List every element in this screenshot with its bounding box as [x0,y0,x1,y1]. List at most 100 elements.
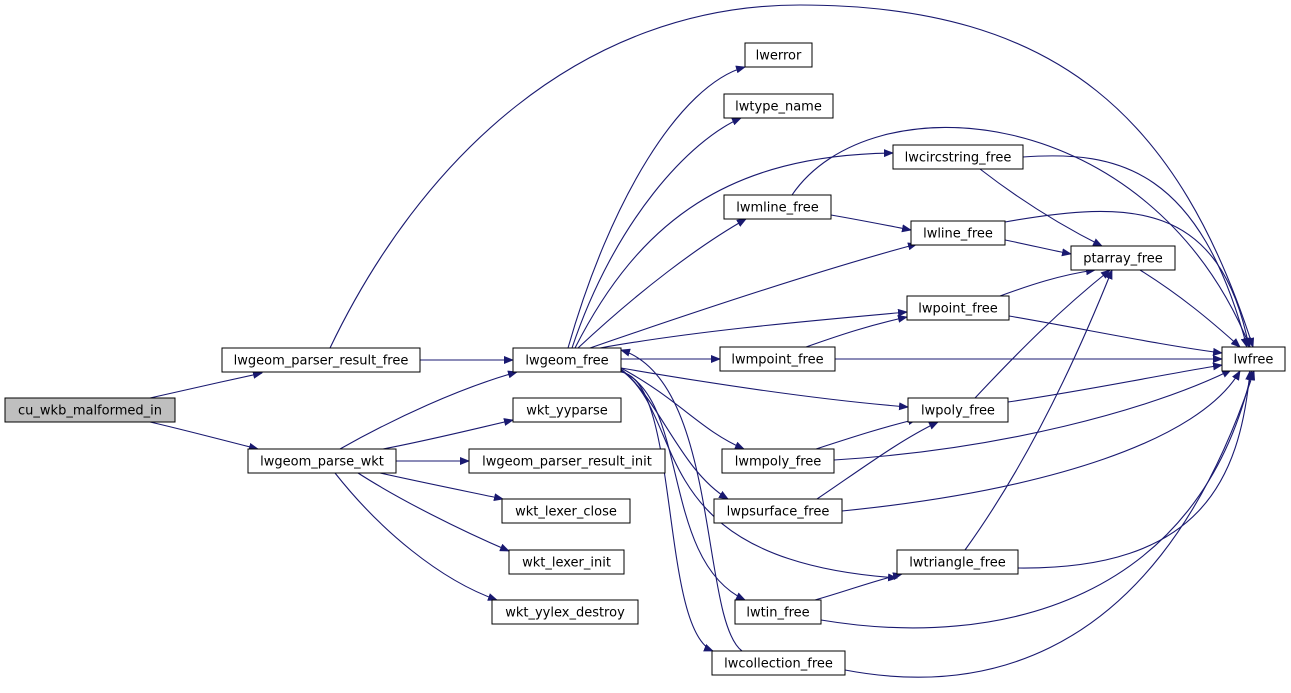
node-label: wkt_yyparse [526,404,607,419]
edge-lwgeom_free-to-lwcollection_free [620,371,714,652]
edge-lwpoly_free-to-lwfree [1007,362,1223,403]
node-wkt_yyparse[interactable]: wkt_yyparse [512,397,622,423]
node-box [512,347,622,373]
node-cu_wkb_malformed_in[interactable]: cu_wkb_malformed_in [4,397,176,423]
edge-lwcircstring_free-to-ptarray_free [979,168,1103,247]
node-lwtype_name[interactable]: lwtype_name [723,93,834,119]
node-box [723,194,832,220]
edge-lwgeom_free-to-lwcircstring_free [574,149,894,349]
edge-lwcollection_free-to-lwfree [844,370,1256,678]
node-lwcollection_free[interactable]: lwcollection_free [711,650,846,676]
node-label: wkt_lexer_init [522,556,611,571]
node-label: lwerror [756,49,802,64]
edge-lwgeom_free-to-lwpsurface_free [620,368,729,500]
nodes-layer: cu_wkb_malformed_in lwgeom_parser_result_… [4,42,1286,676]
edge-lwmline_free-to-lwfree [791,126,1251,348]
node-box [508,549,625,575]
edge-lwgeom_parse_wkt-to-wkt_lexer_close [379,472,504,502]
node-label: lwgeom_parser_result_init [482,455,652,470]
node-wkt_lexer_close[interactable]: wkt_lexer_close [501,498,631,524]
edge-lwgeom_free-to-lwtin_free [620,370,746,601]
node-box [744,42,813,68]
node-lwmline_free[interactable]: lwmline_free [723,194,832,220]
node-label: cu_wkb_malformed_in [18,404,162,419]
node-box [721,448,835,474]
edge-lwgeom_free-to-lwpoint_free [599,308,908,349]
node-label: lwcircstring_free [905,151,1012,166]
node-box [713,498,843,524]
node-box [512,397,622,423]
edge-lwgeom_free-to-lwline_free [589,242,918,349]
edge-lwgeom_free-to-lwpoly_free [620,367,909,411]
node-label: lwpoly_free [921,404,995,419]
edge-lwcollection_free-to-lwgeom_free [620,348,743,652]
edge-lwmpoly_free-to-lwfree [833,369,1232,461]
node-box [1221,346,1286,372]
node-wkt_yylex_destroy[interactable]: wkt_yylex_destroy [491,599,639,625]
node-lwerror[interactable]: lwerror [744,42,813,68]
node-lwgeom_free[interactable]: lwgeom_free [512,347,622,373]
edge-lwpoint_free-to-lwfree [1008,315,1223,356]
node-label: lwgeom_free [525,354,608,369]
edge-lwpsurface_free-to-lwpoly_free [816,421,939,500]
node-label: lwpsurface_free [727,505,830,520]
edge-lwtriangle_free-to-lwfree [1017,370,1254,569]
edge-lwpoly_free-to-ptarray_free [974,269,1111,399]
node-label: ptarray_free [1083,252,1163,267]
node-lwmpoint_free[interactable]: lwmpoint_free [719,346,836,372]
node-box [910,220,1006,246]
node-label: lwmpoly_free [735,455,822,470]
node-lwtriangle_free[interactable]: lwtriangle_free [896,549,1019,575]
edges-layer [149,4,1256,678]
node-label: lwmpoint_free [731,353,823,368]
edge-lwline_free-to-lwfree [1004,210,1252,348]
node-label: wkt_yylex_destroy [505,606,625,621]
node-box [723,93,834,119]
edge-lwcircstring_free-to-lwfree [1022,155,1249,348]
node-box [247,448,397,474]
edge-lwgeom_free-to-lwtype_name [571,117,742,349]
edge-ptarray_free-to-lwfree [1139,269,1241,348]
node-label: lwtin_free [746,606,809,621]
edge-lwmpoly_free-to-lwpoly_free [815,417,918,450]
node-lwtin_free[interactable]: lwtin_free [734,599,822,625]
node-lwline_free[interactable]: lwline_free [910,220,1006,246]
node-lwpoint_free[interactable]: lwpoint_free [906,295,1010,321]
node-label: wkt_lexer_close [515,505,617,520]
node-box [906,295,1010,321]
edge-cu_wkb_malformed_in-to-lwgeom_parse_wkt [149,421,259,451]
edge-lwgeom_parse_wkt-to-wkt_lexer_init [357,472,510,552]
node-wkt_lexer_init[interactable]: wkt_lexer_init [508,549,625,575]
node-ptarray_free[interactable]: ptarray_free [1070,245,1176,271]
node-lwpoly_free[interactable]: lwpoly_free [907,397,1009,423]
edge-lwtriangle_free-to-ptarray_free [964,269,1113,551]
edge-lwgeom_parser_result_free-to-lwfree [329,4,1255,349]
node-box [892,144,1024,170]
node-lwgeom_parse_wkt[interactable]: lwgeom_parse_wkt [247,448,397,474]
node-label: lwgeom_parser_result_free [234,354,409,369]
node-label: lwmline_free [736,201,819,216]
node-label: lwline_free [923,227,993,242]
node-box [221,347,421,373]
node-label: lwgeom_parse_wkt [260,455,384,470]
node-label: lwfree [1234,353,1274,368]
edge-lwgeom_free-to-lwerror [567,65,746,349]
node-lwmpoly_free[interactable]: lwmpoly_free [721,448,835,474]
edge-lwgeom_free-to-lwmline_free [577,218,747,349]
node-lwcircstring_free[interactable]: lwcircstring_free [892,144,1024,170]
node-lwgeom_parser_result_init[interactable]: lwgeom_parser_result_init [468,448,666,474]
node-label: lwtype_name [735,100,822,115]
node-lwfree[interactable]: lwfree [1221,346,1286,372]
edge-lwgeom_parse_wkt-to-wkt_yylex_destroy [334,472,498,601]
node-lwgeom_parser_result_free[interactable]: lwgeom_parser_result_free [221,347,421,373]
node-label: lwtriangle_free [909,556,1006,571]
edge-lwmline_free-to-lwline_free [830,214,912,233]
node-box [719,346,836,372]
node-lwpsurface_free[interactable]: lwpsurface_free [713,498,843,524]
edge-lwline_free-to-ptarray_free [1004,239,1072,257]
edge-lwmpoint_free-to-lwpoint_free [805,314,908,348]
node-box [501,498,631,524]
node-box [468,448,666,474]
edge-lwtin_free-to-lwtriangle_free [814,572,903,601]
